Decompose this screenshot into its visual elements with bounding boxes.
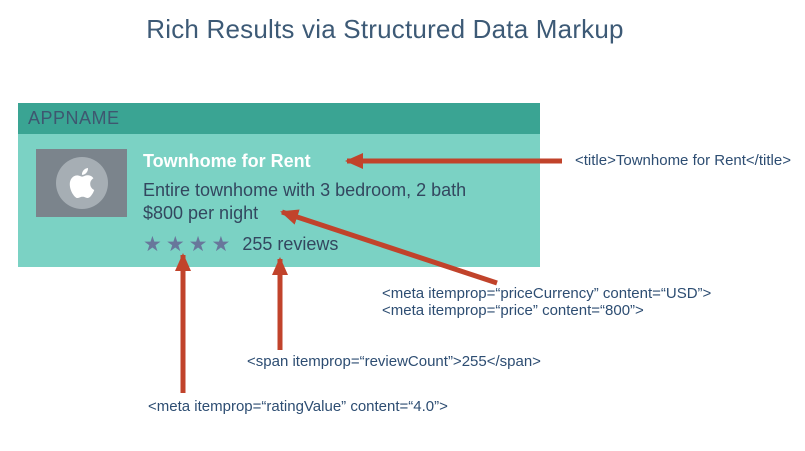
review-count-label: 255 reviews — [242, 234, 339, 254]
listing-info: Townhome for Rent Entire townhome with 3… — [143, 151, 466, 255]
annotation-price-meta: <meta itemprop=“priceCurrency” content=“… — [382, 285, 712, 319]
card-body: Townhome for Rent Entire townhome with 3… — [18, 134, 540, 267]
annotation-price-line: <meta itemprop=“price” content=“800”> — [382, 301, 644, 319]
app-name-label: APPNAME — [28, 108, 120, 128]
apple-logo-icon — [55, 157, 108, 209]
page-title: Rich Results via Structured Data Markup — [146, 14, 624, 44]
star-rating-icons: ★★★★ — [143, 232, 235, 256]
rating-row: ★★★★ 255 reviews — [143, 234, 466, 255]
listing-description: Entire townhome with 3 bedroom, 2 bath — [143, 180, 467, 200]
annotation-review-count: <span itemprop=“reviewCount”>255</span> — [247, 353, 541, 370]
app-header-bar: APPNAME — [18, 103, 540, 134]
listing-title: Townhome for Rent — [143, 151, 311, 171]
listing-price: $800 per night — [143, 203, 259, 223]
rich-result-card: APPNAME Townhome for Rent Entire townhom… — [18, 103, 540, 267]
annotation-title-tag: <title>Townhome for Rent</title> — [575, 152, 791, 169]
app-icon — [36, 149, 127, 217]
annotation-price-currency-line: <meta itemprop=“priceCurrency” content=“… — [382, 285, 712, 302]
annotation-rating-value: <meta itemprop=“ratingValue” content=“4.… — [148, 398, 448, 415]
